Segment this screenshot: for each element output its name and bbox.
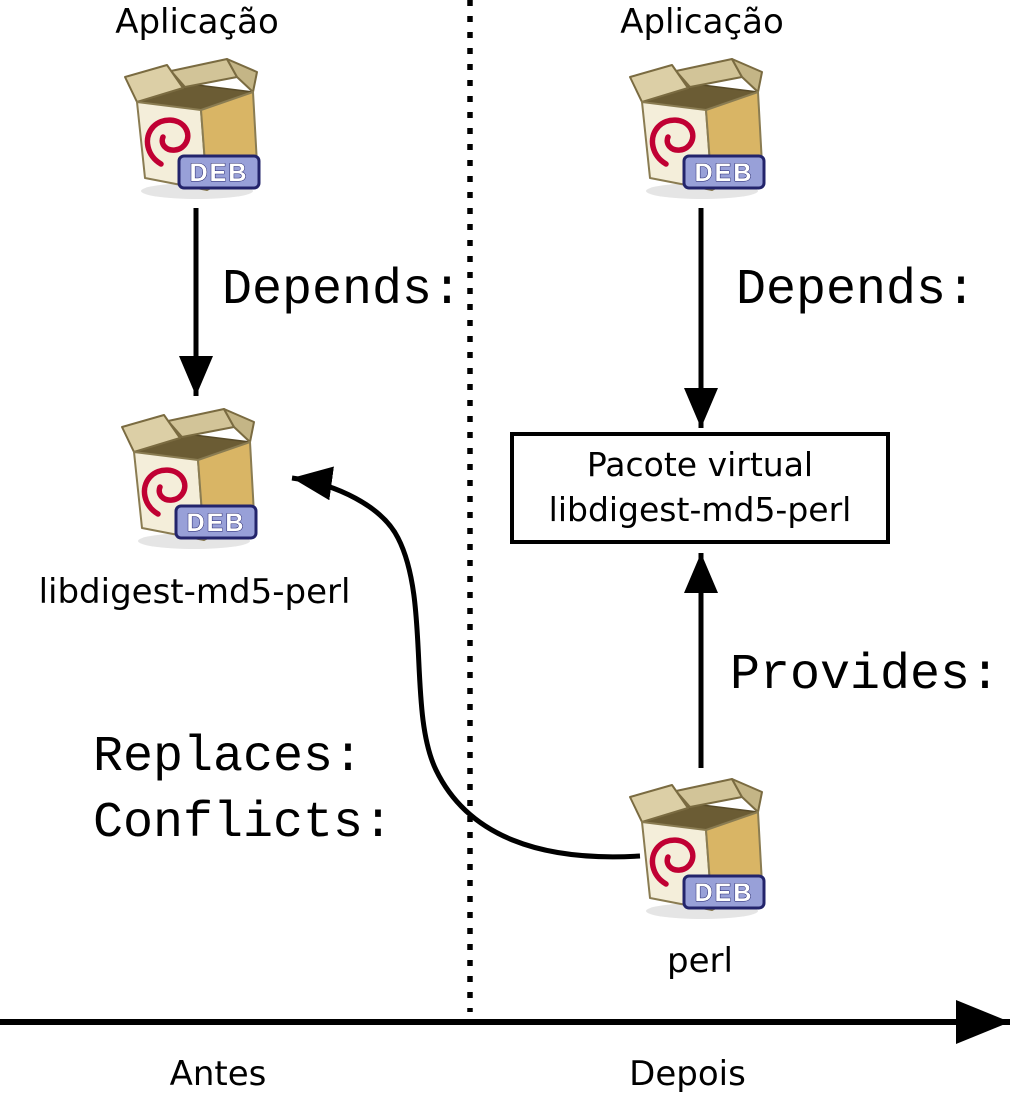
virtual-package-line2: libdigest-md5-perl [548, 490, 852, 529]
replaces-conflicts-arrow [291, 466, 641, 860]
conflicts-label: Conflicts: [93, 795, 394, 852]
virtual-package-box: Pacote virtual libdigest-md5-perl [510, 432, 890, 544]
depends-label-before: Depends: [222, 262, 463, 319]
virtual-package-line1: Pacote virtual [586, 445, 814, 485]
deb-package-icon-perl [630, 779, 764, 919]
provides-label: Provides: [730, 647, 1001, 704]
app-label-after: Aplicação [620, 2, 784, 42]
app-label-before: Aplicação [115, 2, 279, 42]
package-label-libdigest: libdigest-md5-perl [38, 572, 351, 612]
replaces-label: Replaces: [93, 729, 364, 786]
deb-package-icon-app-before [125, 59, 259, 199]
timeline-label-antes: Antes [169, 1054, 267, 1094]
package-label-perl: perl [667, 941, 733, 981]
depends-label-after: Depends: [736, 262, 977, 319]
deb-package-icon-libdigest [122, 409, 256, 549]
timeline-label-depois: Depois [629, 1054, 746, 1094]
deb-package-icon-app-after [630, 59, 764, 199]
